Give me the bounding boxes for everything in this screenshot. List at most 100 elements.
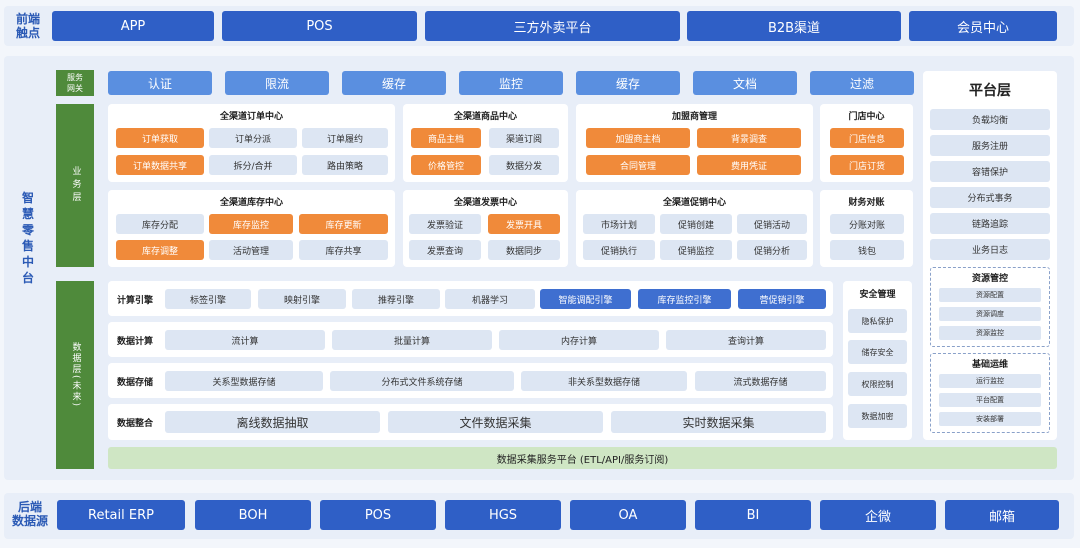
cell-franchisee-master[interactable]: 加盟商主档 — [586, 128, 690, 148]
cell-recommend-engine[interactable]: 推荐引擎 — [352, 289, 440, 309]
platform-biz-log[interactable]: 业务日志 — [930, 239, 1050, 260]
row-data-storage: 数据存储 关系型数据存储 分布式文件系统存储 非关系型数据存储 流式数据存储 — [108, 363, 833, 398]
cell-order-fulfill[interactable]: 订单履约 — [302, 128, 388, 148]
cell-storage-security[interactable]: 储存安全 — [848, 340, 907, 364]
collection-service-bar[interactable]: 数据采集服务平台 (ETL/API/服务订阅) — [108, 447, 1057, 469]
row-label: 数据整合 — [117, 419, 154, 429]
cell-product-master[interactable]: 商品主档 — [411, 128, 481, 148]
cell-activity-mgmt[interactable]: 活动管理 — [209, 240, 293, 260]
cell-order-dispatch[interactable]: 订单分派 — [209, 128, 297, 148]
cell-wallet[interactable]: 钱包 — [830, 240, 904, 260]
cell-tag-engine[interactable]: 标签引擎 — [165, 289, 251, 309]
gateway-filter[interactable]: 过滤 — [810, 71, 914, 95]
gateway-auth[interactable]: 认证 — [108, 71, 212, 95]
cell-realtime-collect[interactable]: 实时数据采集 — [611, 411, 826, 433]
platform-service-registry[interactable]: 服务注册 — [930, 135, 1050, 156]
resource-config[interactable]: 资源配置 — [939, 288, 1041, 302]
cell-split-reconcile[interactable]: 分账对账 — [830, 214, 904, 234]
platform-fault-tolerance[interactable]: 容错保护 — [930, 161, 1050, 182]
backend-pos[interactable]: POS — [320, 500, 436, 530]
cell-distributed-fs-storage[interactable]: 分布式文件系统存储 — [330, 371, 514, 391]
cell-store-order[interactable]: 门店订货 — [830, 155, 904, 175]
cell-machine-learning[interactable]: 机器学习 — [445, 289, 535, 309]
cell-channel-subscribe[interactable]: 渠道订阅 — [489, 128, 559, 148]
cell-inventory-monitor[interactable]: 库存监控 — [209, 214, 293, 234]
front-item-b2b[interactable]: B2B渠道 — [687, 11, 901, 41]
platform-load-balance[interactable]: 负载均衡 — [930, 109, 1050, 130]
backend-mail[interactable]: 邮箱 — [945, 500, 1059, 530]
cell-promo-analysis[interactable]: 促销分析 — [737, 240, 807, 260]
cell-market-plan[interactable]: 市场计划 — [583, 214, 655, 234]
basic-ops-title: 基础运维 — [971, 360, 1008, 370]
gateway-rate-limit[interactable]: 限流 — [225, 71, 329, 95]
backend-hgs[interactable]: HGS — [445, 500, 561, 530]
front-item-app[interactable]: APP — [52, 11, 214, 41]
front-item-pos[interactable]: POS — [222, 11, 417, 41]
backend-wecom[interactable]: 企微 — [820, 500, 936, 530]
front-label-line-1: 前端 — [15, 12, 40, 26]
cell-file-collect[interactable]: 文件数据采集 — [388, 411, 603, 433]
cell-order-routing[interactable]: 路由策略 — [302, 155, 388, 175]
middle-platform-label: 智慧零售中台 — [21, 191, 34, 285]
cell-inventory-monitor-engine[interactable]: 库存监控引擎 — [638, 289, 731, 309]
cell-invoice-verify[interactable]: 发票验证 — [409, 214, 481, 234]
ops-install-deploy[interactable]: 安装部署 — [939, 412, 1041, 426]
cell-inventory-share[interactable]: 库存共享 — [299, 240, 388, 260]
gateway-docs[interactable]: 文档 — [693, 71, 797, 95]
cell-price-control[interactable]: 价格管控 — [411, 155, 481, 175]
cell-background-check[interactable]: 背景调查 — [697, 128, 801, 148]
cell-memory-compute[interactable]: 内存计算 — [499, 330, 659, 350]
cell-privacy[interactable]: 隐私保护 — [848, 309, 907, 333]
cell-promo-monitor[interactable]: 促销监控 — [660, 240, 732, 260]
cell-inventory-allocate[interactable]: 库存分配 — [116, 214, 204, 234]
cell-encryption[interactable]: 数据加密 — [848, 404, 907, 428]
cell-inventory-update[interactable]: 库存更新 — [299, 214, 388, 234]
cell-order-share[interactable]: 订单数据共享 — [116, 155, 204, 175]
front-item-delivery[interactable]: 三方外卖平台 — [425, 11, 680, 41]
cell-data-sync[interactable]: 数据同步 — [488, 240, 560, 260]
platform-distributed-tx[interactable]: 分布式事务 — [930, 187, 1050, 208]
cell-offline-extract[interactable]: 离线数据抽取 — [165, 411, 380, 433]
cell-promo-create[interactable]: 促销创建 — [660, 214, 732, 234]
ops-runtime-monitor[interactable]: 运行监控 — [939, 374, 1041, 388]
cell-order-split[interactable]: 拆分/合并 — [209, 155, 297, 175]
data-layer-label: 数据层(未来) — [56, 281, 94, 469]
platform-tracing[interactable]: 链路追踪 — [930, 213, 1050, 234]
cell-order-fetch[interactable]: 订单获取 — [116, 128, 204, 148]
cell-batch-compute[interactable]: 批量计算 — [332, 330, 492, 350]
backend-boh[interactable]: BOH — [195, 500, 311, 530]
cell-promo-execute[interactable]: 促销执行 — [583, 240, 655, 260]
gateway-cache-2[interactable]: 缓存 — [576, 71, 680, 95]
resource-schedule[interactable]: 资源调度 — [939, 307, 1041, 321]
row-compute-engine: 计算引擎 标签引擎 映射引擎 推荐引擎 机器学习 智能调配引擎 库存监控引擎 营… — [108, 281, 833, 316]
cell-promo-activity[interactable]: 促销活动 — [737, 214, 807, 234]
cell-relational-storage[interactable]: 关系型数据存储 — [165, 371, 323, 391]
cell-invoice-issue[interactable]: 发票开具 — [488, 214, 560, 234]
gateway-monitor[interactable]: 监控 — [459, 71, 563, 95]
cell-contract-mgmt[interactable]: 合同管理 — [586, 155, 690, 175]
panel-title: 全渠道订单中心 — [219, 112, 283, 122]
cell-mapping-engine[interactable]: 映射引擎 — [258, 289, 346, 309]
cell-invoice-query[interactable]: 发票查询 — [409, 240, 481, 260]
front-item-member[interactable]: 会员中心 — [909, 11, 1057, 41]
cell-access-control[interactable]: 权限控制 — [848, 372, 907, 396]
panel-promotion-center: 全渠道促销中心 市场计划 促销创建 促销活动 促销执行 促销监控 促销分析 — [576, 190, 813, 267]
cell-expense-voucher[interactable]: 费用凭证 — [697, 155, 801, 175]
cell-promotion-engine[interactable]: 营促销引擎 — [738, 289, 826, 309]
cell-nonrelational-storage[interactable]: 非关系型数据存储 — [521, 371, 687, 391]
cell-store-info[interactable]: 门店信息 — [830, 128, 904, 148]
cell-data-distribute[interactable]: 数据分发 — [489, 155, 559, 175]
resource-monitor[interactable]: 资源监控 — [939, 326, 1041, 340]
backend-oa[interactable]: OA — [570, 500, 686, 530]
cell-query-compute[interactable]: 查询计算 — [666, 330, 826, 350]
cell-smart-allocation-engine[interactable]: 智能调配引擎 — [540, 289, 631, 309]
cell-stream-compute[interactable]: 流计算 — [165, 330, 325, 350]
gateway-cache-1[interactable]: 缓存 — [342, 71, 446, 95]
backend-bi[interactable]: BI — [695, 500, 811, 530]
cell-stream-storage[interactable]: 流式数据存储 — [695, 371, 826, 391]
cell-inventory-adjust[interactable]: 库存调整 — [116, 240, 204, 260]
backend-retail-erp[interactable]: Retail ERP — [57, 500, 185, 530]
ops-platform-config[interactable]: 平台配置 — [939, 393, 1041, 407]
panel-store-center: 门店中心 门店信息 门店订货 — [820, 104, 913, 182]
backend-label: 后端 数据源 — [8, 500, 52, 528]
